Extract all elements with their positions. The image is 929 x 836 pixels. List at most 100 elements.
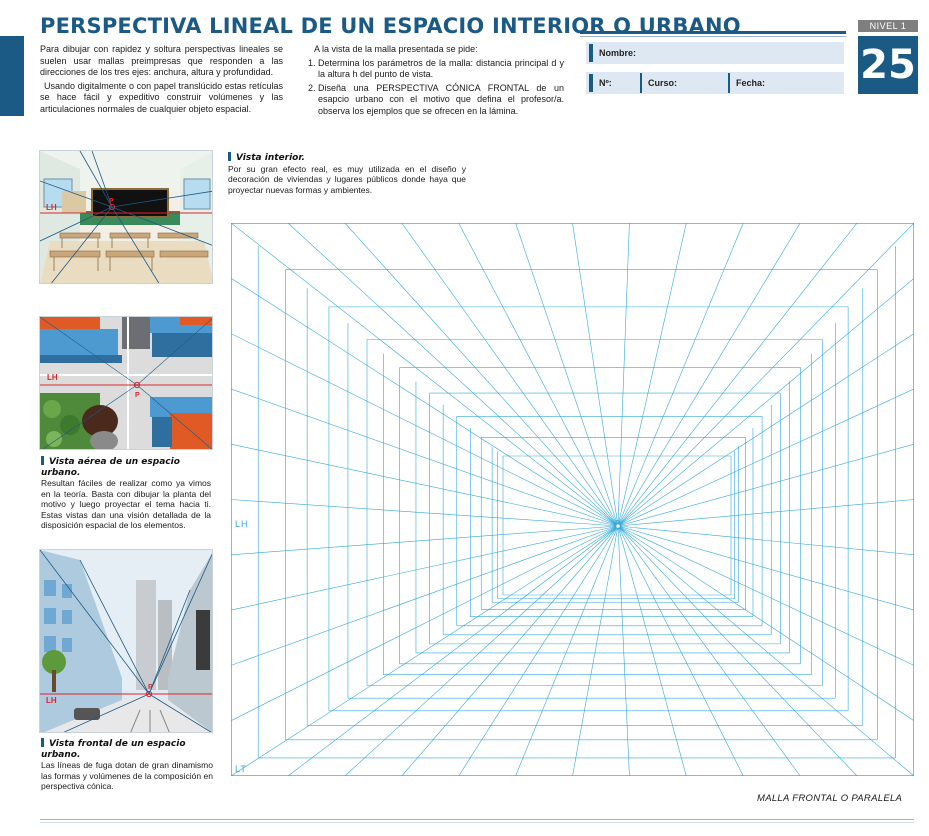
course-field-label: Curso: xyxy=(648,78,677,88)
name-field[interactable]: Nombre: xyxy=(586,42,844,64)
frontal-view-illustration: LH P xyxy=(39,549,213,733)
perspective-grid: LH LT P xyxy=(230,222,915,777)
name-field-label: Nombre: xyxy=(599,48,637,58)
grid-type-label: MALLA FRONTAL O PARALELA xyxy=(757,793,903,804)
field-marker xyxy=(589,74,593,92)
frontal-p-label: P xyxy=(148,684,153,691)
intro-paragraph-1: Para dibujar con rapidez y soltura persp… xyxy=(40,44,283,77)
frontal-caption: Vista frontal de un espacio urbano. Las … xyxy=(41,738,213,792)
vanishing-line xyxy=(617,333,915,527)
interior-view-drawing: LH P xyxy=(40,151,212,283)
vanishing-line xyxy=(617,525,915,721)
vanishing-line xyxy=(617,222,744,527)
details-row: Nº: Curso: Fecha: xyxy=(586,72,844,94)
interior-p-label: P xyxy=(109,198,114,205)
number-field-label: Nº: xyxy=(599,78,612,88)
title-rule-thin xyxy=(580,36,846,37)
aerial-view-drawing: LH P xyxy=(40,317,212,449)
vanishing-line xyxy=(458,525,619,777)
vanishing-line xyxy=(617,222,801,527)
vanishing-line xyxy=(617,499,915,527)
vanishing-line xyxy=(617,525,687,777)
vanishing-line xyxy=(515,222,619,527)
frontal-view-drawing: LH P xyxy=(40,550,212,732)
vanishing-line xyxy=(617,525,801,777)
vanishing-line xyxy=(287,525,619,777)
interior-view-illustration: LH P xyxy=(39,150,213,284)
grid-p-label: P xyxy=(615,519,620,528)
vanishing-line xyxy=(617,222,687,527)
vanishing-line xyxy=(617,525,915,611)
task-instructions: A la vista de la malla presentada se pid… xyxy=(304,44,564,119)
vanishing-line xyxy=(230,443,619,527)
interior-lh-label: LH xyxy=(46,203,57,212)
aerial-lh-label: LH xyxy=(47,373,58,382)
task-lead: A la vista de la malla presentada se pid… xyxy=(314,44,478,54)
page-number: 25 xyxy=(858,36,918,94)
vanishing-line xyxy=(458,222,619,527)
page-title: PERSPECTIVA LINEAL DE UN ESPACIO INTERIO… xyxy=(40,14,741,38)
course-field[interactable]: Curso: xyxy=(642,72,728,94)
footer-rule-thin xyxy=(40,822,914,823)
vanishing-line xyxy=(230,525,619,721)
date-field-label: Fecha: xyxy=(736,78,766,88)
vanishing-line xyxy=(230,525,619,666)
vanishing-line xyxy=(401,525,619,777)
vanishing-line xyxy=(572,525,619,777)
vanishing-line xyxy=(617,525,858,777)
vanishing-line xyxy=(617,525,915,556)
vanishing-line xyxy=(401,222,619,527)
field-separator xyxy=(728,73,730,93)
vanishing-line xyxy=(515,525,619,777)
aerial-caption: Vista aérea de un espacio urbano. Result… xyxy=(41,456,211,531)
task-item-1: Determina los parámetros de la malla: di… xyxy=(318,58,564,81)
date-field[interactable]: Fecha: xyxy=(730,72,844,94)
task-item-2-text: Diseña una PERSPECTIVA CÓNICA FRONTAL de… xyxy=(318,82,564,116)
vanishing-line xyxy=(344,525,619,777)
vanishing-line xyxy=(230,333,619,527)
number-field[interactable]: Nº: xyxy=(586,72,640,94)
vanishing-line xyxy=(617,222,858,527)
intro-paragraph-2: Usando digitalmente o con papel translúc… xyxy=(40,80,283,114)
vanishing-line xyxy=(287,222,619,527)
grid-lt-label: LT xyxy=(235,764,247,774)
vanishing-line xyxy=(230,525,619,556)
vanishing-line xyxy=(230,525,619,777)
side-tab-decoration xyxy=(0,36,24,116)
vanishing-line xyxy=(617,443,915,527)
field-separator xyxy=(640,73,642,93)
vanishing-line xyxy=(617,525,915,777)
perspective-grid-drawing: LH LT P xyxy=(230,222,915,777)
vanishing-line xyxy=(230,499,619,527)
vanishing-line xyxy=(617,222,915,527)
vanishing-line xyxy=(344,222,619,527)
field-marker xyxy=(589,44,593,62)
task-list: Determina los parámetros de la malla: di… xyxy=(304,58,564,118)
vanishing-line xyxy=(230,278,619,527)
vanishing-line xyxy=(572,222,619,527)
footer-rule xyxy=(40,819,914,820)
grid-frame xyxy=(230,222,915,777)
intro-text: Para dibujar con rapidez y soltura persp… xyxy=(40,44,283,115)
grid-lh-label: LH xyxy=(235,519,249,529)
vanishing-line xyxy=(617,388,915,527)
vanishing-line xyxy=(230,222,619,527)
vanishing-line xyxy=(230,388,619,527)
title-rule xyxy=(580,31,846,34)
vanishing-line xyxy=(617,278,915,527)
vanishing-line xyxy=(617,222,630,527)
aerial-caption-title: Vista aérea de un espacio urbano. xyxy=(41,456,211,478)
vanishing-line xyxy=(617,525,744,777)
vanishing-line xyxy=(617,525,630,777)
level-badge: NIVEL 1 xyxy=(858,20,918,32)
task-item-2: Diseña una PERSPECTIVA CÓNICA FRONTAL de… xyxy=(318,83,564,118)
frontal-lh-label: LH xyxy=(46,696,57,705)
student-form: Nombre: Nº: Curso: Fecha: xyxy=(586,42,844,94)
interior-caption-title: Vista interior. xyxy=(228,152,466,164)
vanishing-line xyxy=(230,525,619,611)
interior-caption: Vista interior. Por su gran efecto real,… xyxy=(228,152,466,195)
vanishing-line xyxy=(617,525,915,666)
vanishing-point xyxy=(615,523,621,529)
aerial-p-label: P xyxy=(135,392,140,399)
interior-caption-text: Por su gran efecto real, es muy utilizad… xyxy=(228,163,466,195)
